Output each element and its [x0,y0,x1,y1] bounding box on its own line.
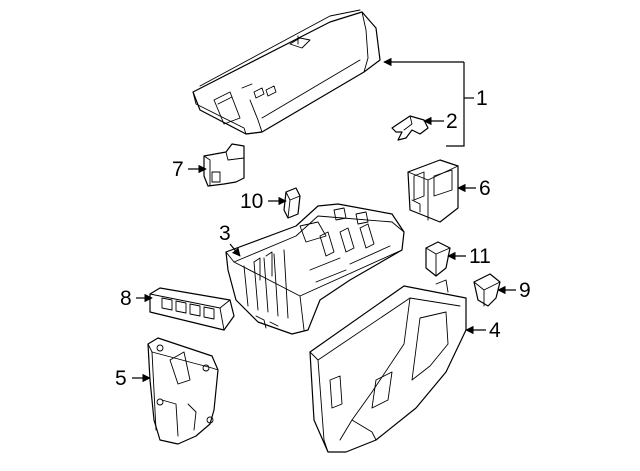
part-4-lower-tray [309,279,467,453]
callout-10: 10 [240,190,263,213]
part-2-clip [391,115,429,141]
part-8-fuse-strip [149,287,235,331]
callout-2: 2 [446,110,458,133]
part-3-fuse-block [225,203,405,335]
callout-8: 8 [120,287,132,310]
callout-3: 3 [219,222,231,245]
callout-6: 6 [479,177,491,200]
callout-5: 5 [115,367,127,390]
callout-9: 9 [519,279,531,302]
part-5-mounting-bracket [147,337,219,445]
part-7-bracket [203,143,245,187]
leader-1-bracket [446,62,465,147]
part-11-maxi-fuse [425,241,451,277]
part-6-relay-module [407,159,459,223]
callout-4: 4 [489,319,501,342]
leader-3 [229,243,241,257]
part-10-mini-fuse [283,187,301,219]
callout-labels: 1 2 3 4 5 6 7 8 9 10 11 [115,87,531,390]
part-1-cover [192,9,381,135]
part-9-fuse [473,273,501,307]
callout-11: 11 [469,245,491,268]
callout-7: 7 [172,158,184,181]
leader-lines [132,57,516,383]
callout-1: 1 [476,87,488,110]
